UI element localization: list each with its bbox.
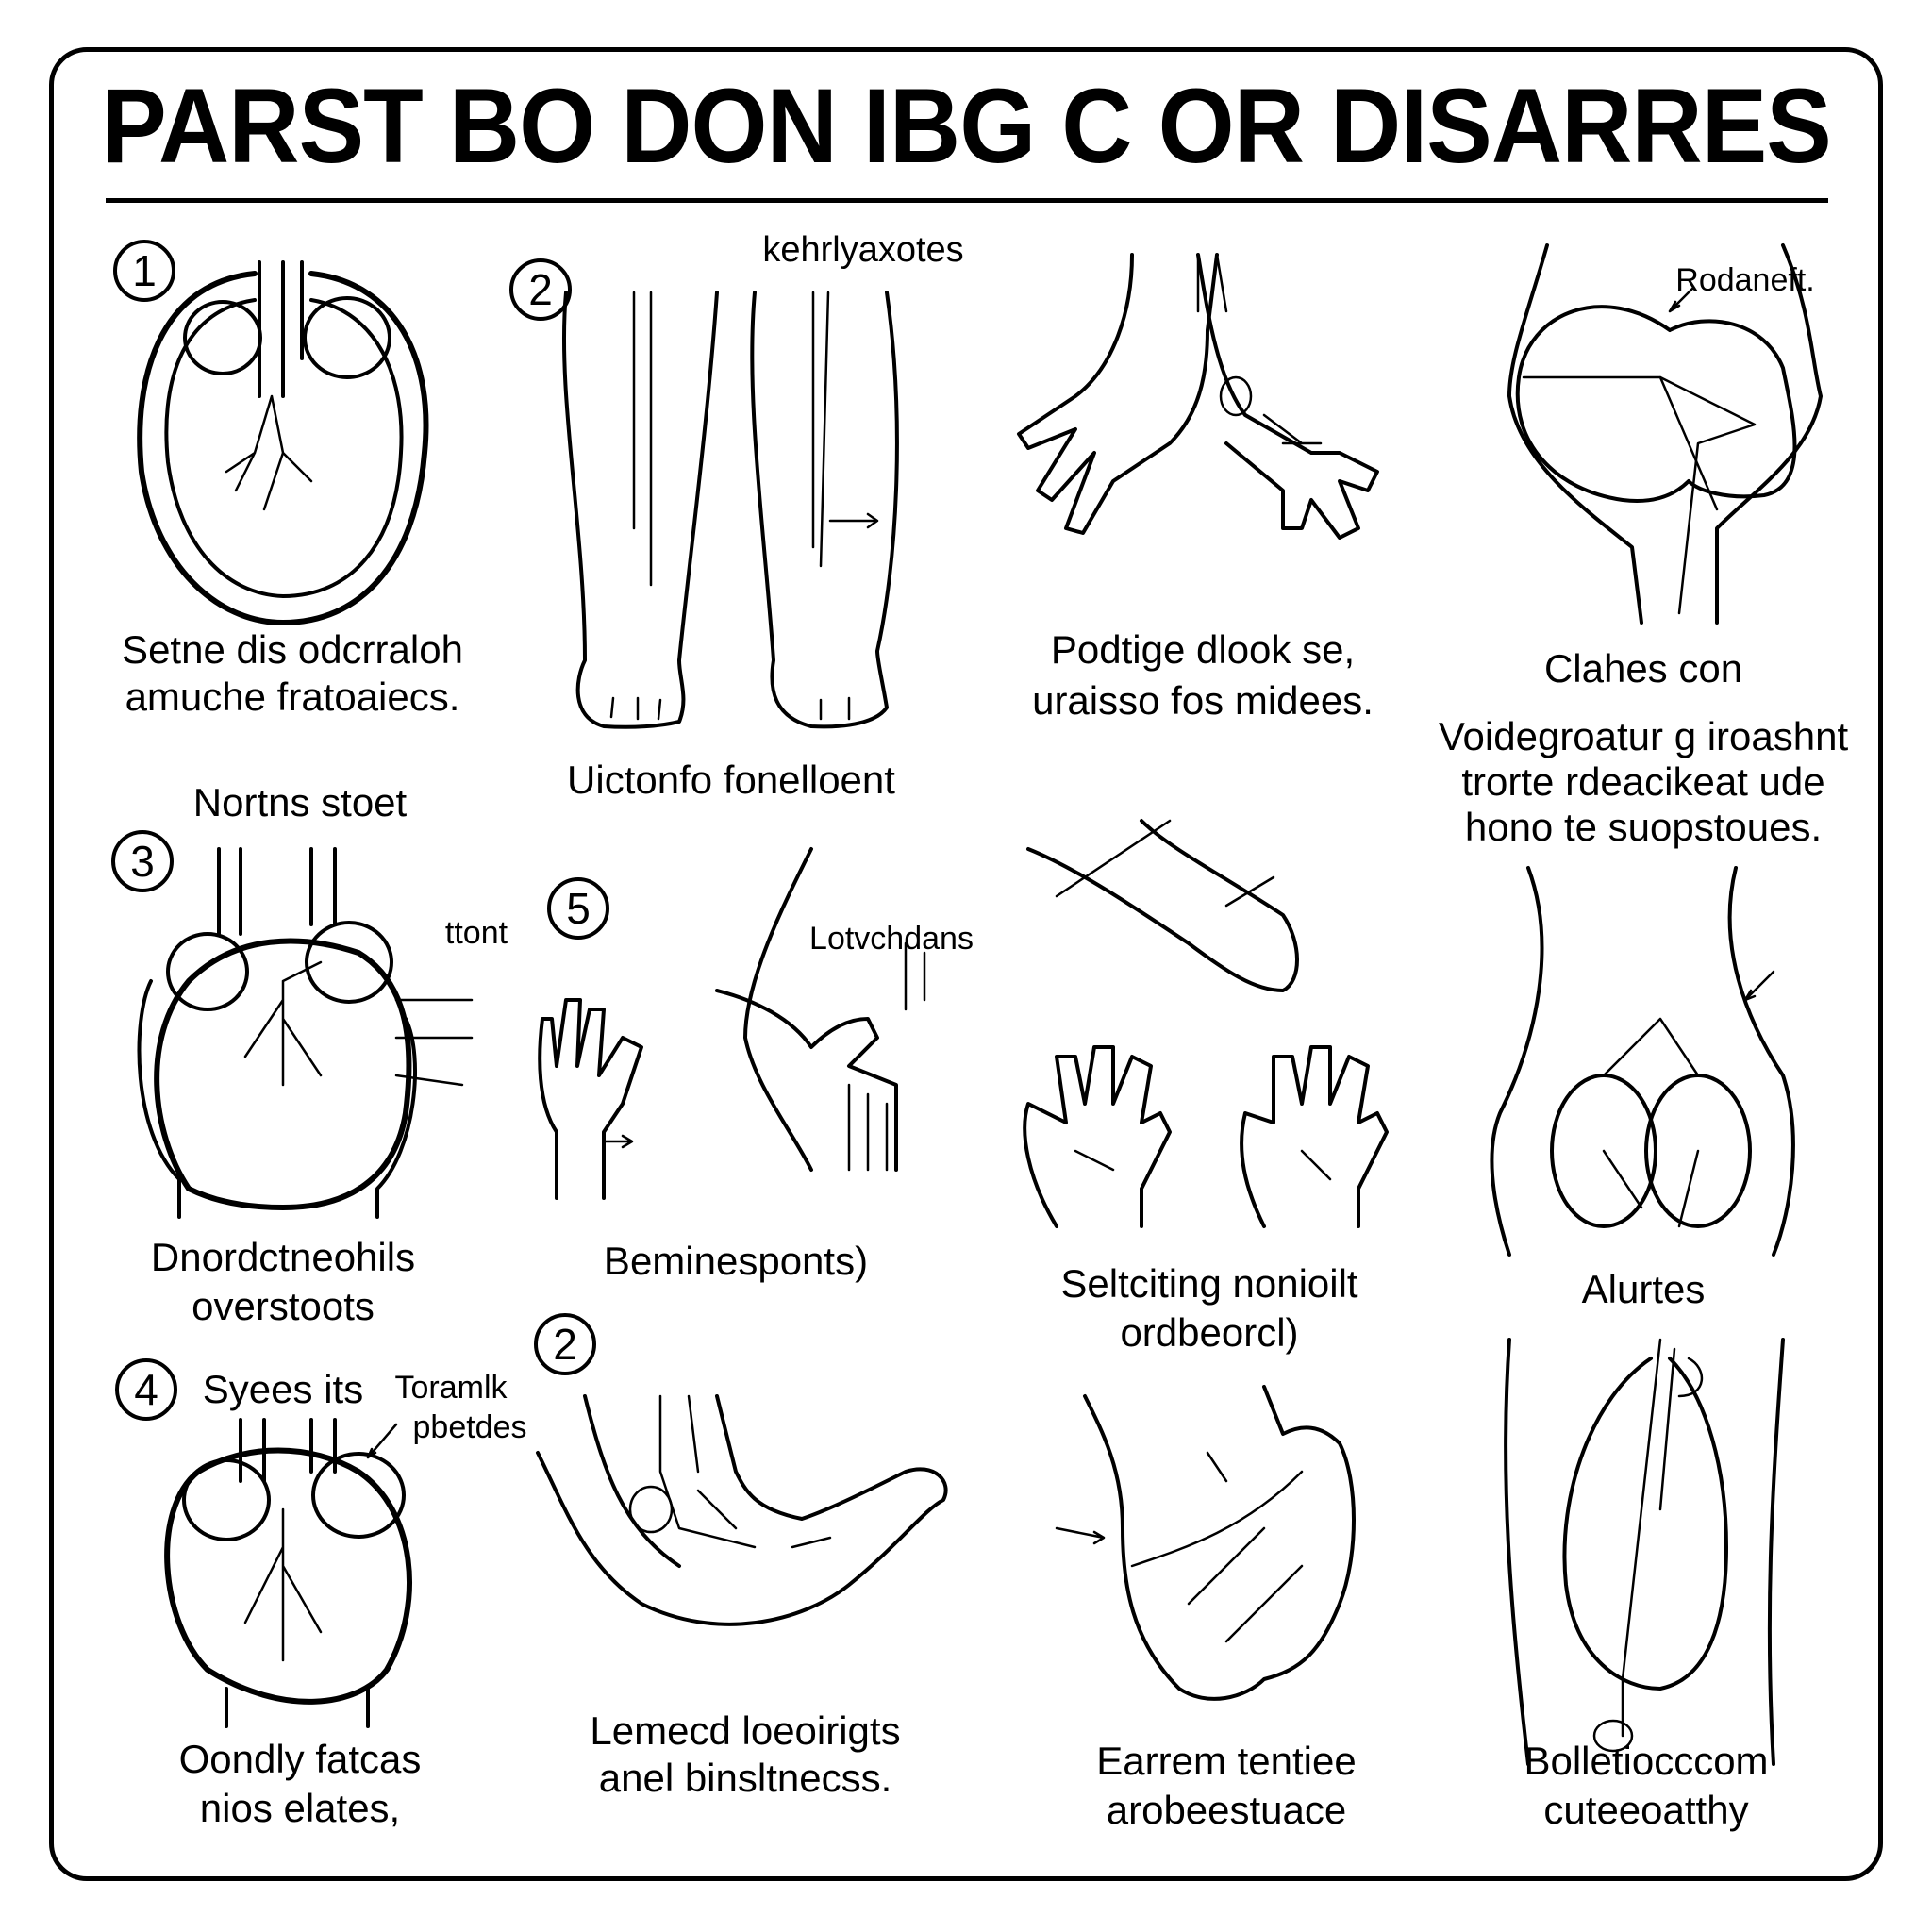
panel-4-top-label: Rodaneft.: [1675, 262, 1815, 298]
panel-2-number: 2: [509, 258, 572, 321]
panel-1-caption-line-1: Setne dis odcrraloh: [122, 627, 463, 672]
panel-5-caption-line-1: Dnordctneohils: [150, 1235, 416, 1279]
panel-12-caption-line-2: cuteeoatthy: [1543, 1788, 1749, 1832]
panel-4-caption-line-1: Clahes con: [1543, 646, 1743, 691]
panel-3-caption-line-1: Podtige dlook se,: [1050, 627, 1356, 672]
panel-6-top-label: Lotvchdans: [809, 921, 974, 957]
panel-5-top-label: Nortns stoet: [192, 780, 408, 824]
wrist-hands-illustration: [1017, 253, 1379, 540]
heart-illustration-1: [137, 260, 429, 625]
panel-9-caption-line-1: Oondly fatcas: [178, 1737, 422, 1781]
panel-2-top-label: kehrlyaxotes: [762, 230, 964, 270]
panel-6-number: 5: [547, 877, 609, 940]
panel-8-caption: Alurtes: [1581, 1267, 1706, 1311]
panel-9-top-label-a: Syees its: [202, 1367, 364, 1411]
panel-4-caption-line-2: Voidegroatur g iroashnt: [1438, 714, 1849, 758]
panel-10-caption-line-1: Lemecd loeoirigts: [590, 1708, 901, 1753]
panel-3-caption-line-2: uraisso fos midees.: [1032, 678, 1374, 723]
heart-in-hands-illustration: [1507, 243, 1823, 625]
organ-vessel-illustration: [1504, 1338, 1785, 1766]
panel-11-caption-line-1: Earrem tentiee: [1096, 1739, 1357, 1783]
panel-5-caption-line-2: overstoots: [192, 1284, 375, 1328]
panel-4-caption-line-3: trorte rdeacikeat ude: [1461, 759, 1825, 804]
heart-illustration-3: [137, 847, 474, 1219]
panel-6-caption: Beminesponts): [603, 1239, 869, 1283]
kidneys-illustration: [1490, 866, 1795, 1257]
panel-7-caption-line-1: Seltciting nonioilt: [1060, 1261, 1358, 1306]
heart-illustration-4: [164, 1418, 412, 1728]
panel-9-top-label-b-line-2: pbetdes: [412, 1409, 527, 1445]
panel-11-caption-line-2: arobeestuace: [1106, 1788, 1347, 1832]
panel-4-caption-line-4: hono te suopstoues.: [1464, 805, 1823, 849]
hand-foot-illustration: [538, 847, 926, 1200]
title-divider: [106, 198, 1828, 203]
panel-1-caption-line-2: amuche fratoaiecs.: [125, 675, 460, 719]
poster-frame: [49, 47, 1883, 1881]
panel-12-caption-line-1: Bolletiocccom: [1524, 1739, 1769, 1783]
foot-and-hands-illustration: [1023, 819, 1389, 1228]
panel-10-caption-line-2: anel binsltnecss.: [598, 1756, 892, 1800]
foot-vessels-illustration: [536, 1394, 948, 1626]
liver-illustration: [1055, 1385, 1356, 1701]
poster-title: PARST BO DON IBG C OR DISARRES: [101, 67, 1832, 185]
panel-10-number: 2: [534, 1313, 596, 1375]
panel-9-top-label-b-line-1: Toramlk: [394, 1370, 508, 1406]
legs-illustration: [561, 291, 899, 729]
panel-9-caption-line-2: nios elates,: [199, 1786, 401, 1830]
panel-1-number: 1: [113, 240, 175, 302]
panel-7-caption-line-2: ordbeorcl): [1120, 1310, 1299, 1355]
panel-5-number: 3: [111, 830, 174, 892]
panel-9-number: 4: [115, 1358, 177, 1421]
panel-2-caption: Uictonfo fonelloent: [567, 758, 895, 802]
panel-5-side-label: ttont: [444, 915, 508, 951]
